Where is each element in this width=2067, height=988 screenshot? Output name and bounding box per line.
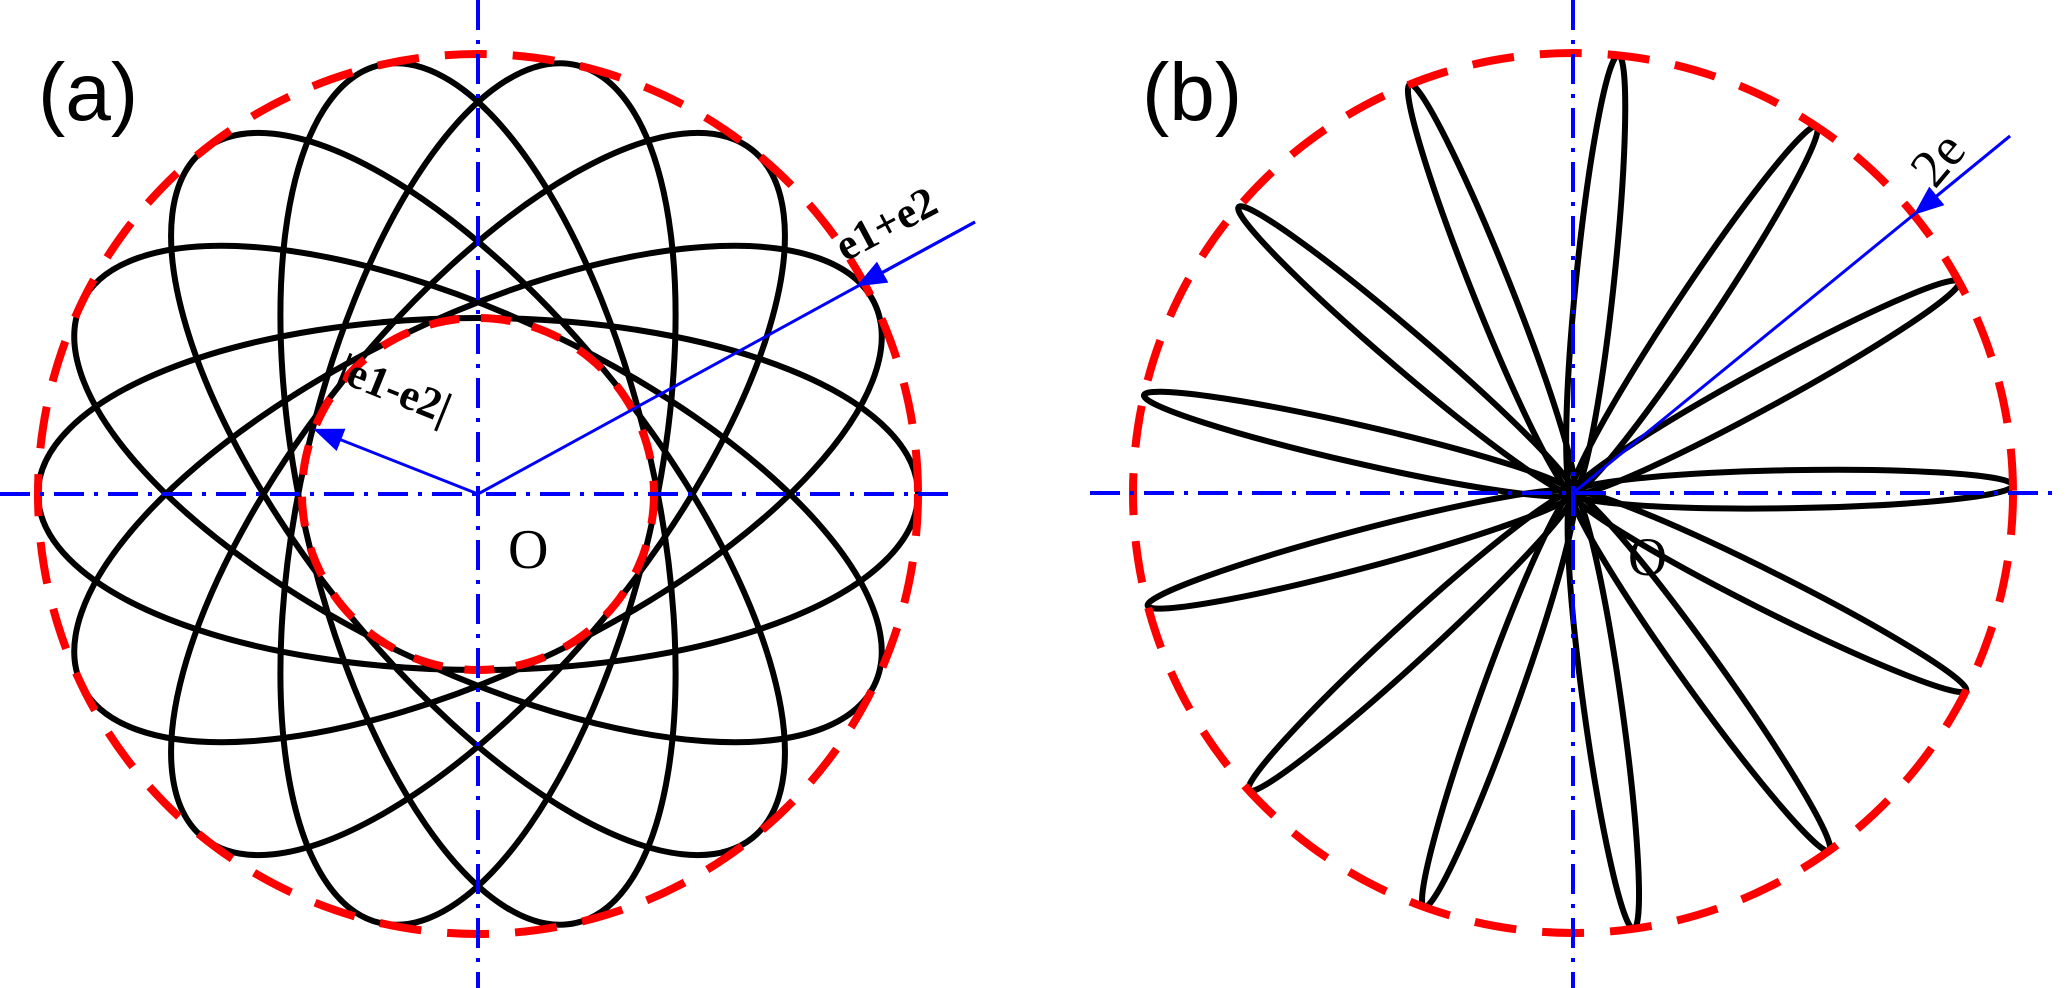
radius-label: 2e (1898, 120, 1977, 198)
petal-curve (1235, 203, 1577, 497)
radius-arrowhead (1913, 134, 2011, 215)
inner-radius-label: |e1-e2| (331, 344, 458, 433)
outer-radius-arrowhead (856, 220, 976, 287)
panel-b-label: (b) (1142, 47, 1242, 138)
petal-curve (1245, 489, 1577, 795)
panel-a: (a) O e1+e2 |e1-e2| (0, 0, 976, 988)
inner-radius-arrow (313, 428, 479, 496)
origin-label: O (508, 519, 548, 581)
petal-curve (1404, 81, 1578, 497)
panel-a-label: (a) (38, 47, 138, 138)
petal-curve (1563, 52, 1629, 497)
panel-b: (b) 2e O (1090, 0, 2060, 988)
origin-label: O (1628, 527, 1667, 587)
outer-radius-label: e1+e2 (827, 177, 945, 271)
